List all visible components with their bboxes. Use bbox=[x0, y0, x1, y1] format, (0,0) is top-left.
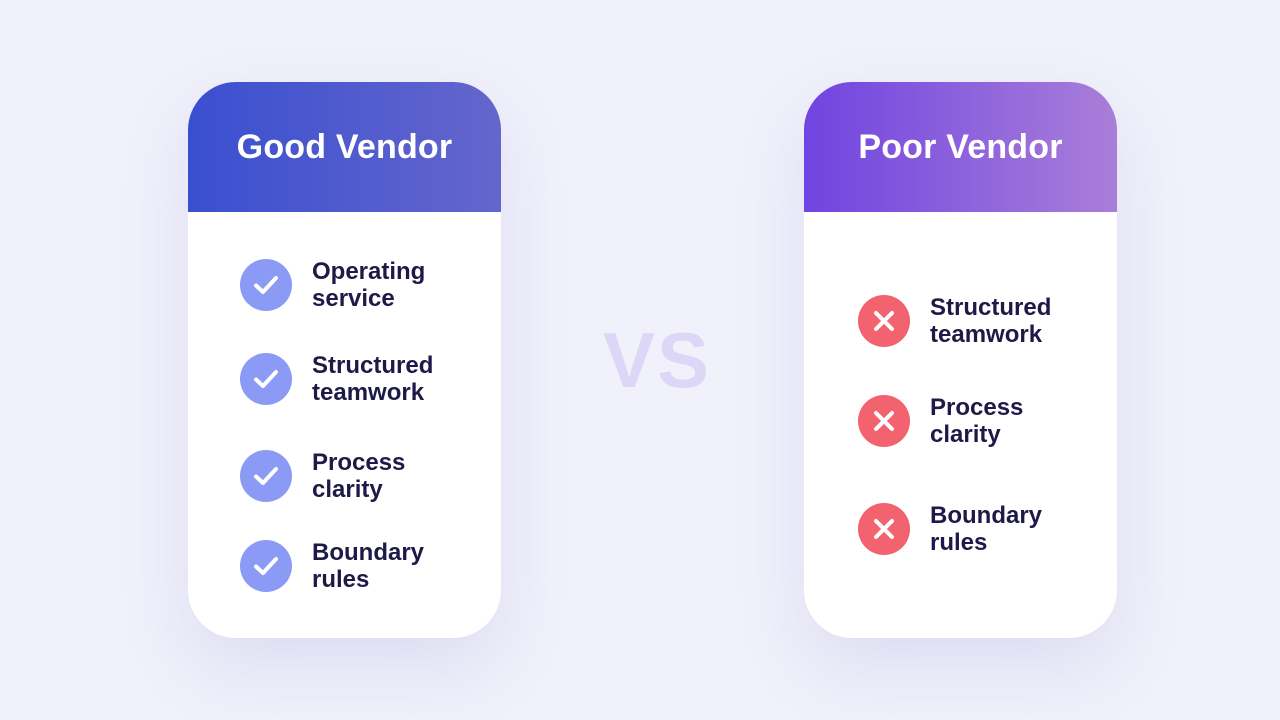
poor-vendor-item: Structured teamwork bbox=[858, 294, 1080, 348]
poor-vendor-card: Poor Vendor Structured teamwork Process … bbox=[804, 82, 1117, 638]
cross-icon bbox=[858, 295, 910, 347]
good-vendor-item: Boundary rules bbox=[240, 539, 462, 593]
poor-vendor-item-label: Structured teamwork bbox=[930, 294, 1052, 348]
poor-vendor-title: Poor Vendor bbox=[804, 82, 1117, 212]
cross-icon bbox=[858, 503, 910, 555]
check-icon bbox=[240, 259, 292, 311]
good-vendor-card: Good Vendor Operating service Structured… bbox=[188, 82, 501, 638]
good-vendor-item-label: Process clarity bbox=[312, 449, 406, 503]
cross-icon bbox=[858, 395, 910, 447]
poor-vendor-item: Boundary rules bbox=[858, 502, 1080, 556]
good-vendor-item-label: Boundary rules bbox=[312, 539, 425, 593]
good-vendor-item: Process clarity bbox=[240, 449, 462, 503]
good-vendor-title: Good Vendor bbox=[188, 82, 501, 212]
good-vendor-item: Operating service bbox=[240, 258, 462, 312]
check-icon bbox=[240, 353, 292, 405]
poor-vendor-item: Process clarity bbox=[858, 394, 1080, 448]
check-icon bbox=[240, 450, 292, 502]
poor-vendor-item-label: Boundary rules bbox=[930, 502, 1043, 556]
vs-label: VS bbox=[603, 316, 712, 404]
good-vendor-item-label: Operating service bbox=[312, 258, 426, 312]
poor-vendor-item-label: Process clarity bbox=[930, 394, 1024, 448]
good-vendor-item: Structured teamwork bbox=[240, 352, 462, 406]
check-icon bbox=[240, 540, 292, 592]
good-vendor-item-label: Structured teamwork bbox=[312, 352, 434, 406]
